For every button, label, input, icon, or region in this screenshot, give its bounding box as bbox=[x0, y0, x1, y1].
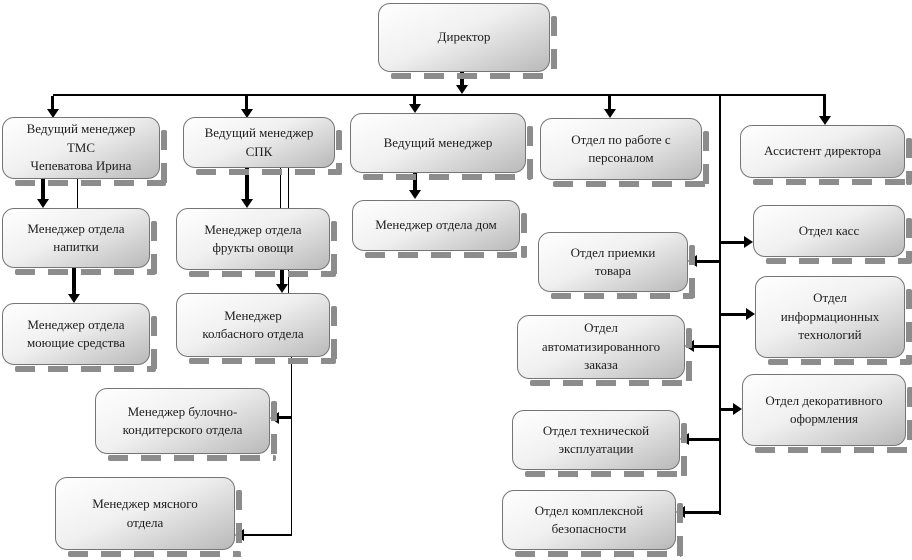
arrowhead-cash bbox=[744, 236, 753, 248]
edge-to-security bbox=[685, 511, 721, 514]
arrowhead-detergents bbox=[68, 294, 80, 303]
edge-top-rail bbox=[53, 94, 826, 96]
node-director: Директор bbox=[378, 3, 557, 79]
edge-to-tech bbox=[689, 438, 721, 441]
node-personnel-dept: Отдел по работе с персоналом bbox=[540, 118, 709, 187]
node-home-manager: Менеджер отдела дом bbox=[352, 200, 527, 258]
edge-spk-thin-1 bbox=[280, 168, 281, 208]
node-drinks-manager-label: Менеджер отдела напитки bbox=[27, 220, 125, 254]
edge-thin-mid bbox=[288, 270, 289, 293]
edge-tmc-thin bbox=[77, 179, 78, 208]
arrowhead-sausage bbox=[276, 284, 288, 293]
edge-to-spk bbox=[245, 96, 248, 110]
node-lead-manager-label: Ведущий менеджер bbox=[383, 134, 493, 150]
edge-thin-drop bbox=[291, 357, 292, 536]
node-auto-order-dept: Отдел автоматизированного заказа bbox=[517, 315, 692, 386]
node-director-label: Директор bbox=[437, 29, 491, 45]
node-tech-maintenance-dept-label: Отдел технической эксплуатации bbox=[542, 422, 650, 456]
edge-to-lead3 bbox=[413, 96, 416, 105]
node-sausage-manager-label: Менеджер колбасного отдела bbox=[202, 307, 304, 341]
edge-fruits-sausage bbox=[280, 270, 284, 285]
node-tech-maintenance-dept: Отдел технической эксплуатации bbox=[512, 410, 687, 477]
edge-to-bakery bbox=[279, 416, 292, 419]
node-bakery-manager-label: Менеджер булочно- кондитерского отдела bbox=[122, 403, 243, 437]
node-security-dept-label: Отдел комплексной безопасности bbox=[534, 502, 644, 536]
node-detergents-manager: Менеджер отдела моющие средства bbox=[2, 303, 157, 372]
arrowhead-fruits bbox=[241, 199, 253, 208]
node-sausage-manager: Менеджер колбасного отдела bbox=[176, 293, 337, 364]
node-goods-receiving-dept-label: Отдел приемки товара bbox=[570, 244, 656, 278]
node-it-dept: Отдел информационных технологий bbox=[755, 276, 912, 365]
arrowhead-drinks bbox=[37, 199, 49, 208]
arrowhead-director-down bbox=[456, 85, 468, 94]
arrowhead-spk bbox=[241, 109, 253, 118]
node-lead-manager-tmc: Ведущий менеджер ТМС Чепеватова Ирина bbox=[2, 117, 167, 186]
node-meat-manager-label: Менеджер мясного отдела bbox=[92, 496, 198, 530]
edge-lead3-home bbox=[413, 173, 417, 191]
arrowhead-tmc bbox=[47, 109, 59, 118]
edge-to-personnel bbox=[608, 96, 611, 110]
node-decor-dept: Отдел декоративного оформления bbox=[742, 374, 912, 453]
node-lead-manager-spk-label: Ведущий менеджер СПК bbox=[204, 125, 314, 159]
arrowhead-lead3 bbox=[409, 104, 421, 113]
arrowhead-it bbox=[746, 308, 755, 320]
node-detergents-manager-label: Менеджер отдела моющие средства bbox=[26, 316, 126, 350]
node-it-dept-label: Отдел информационных технологий bbox=[780, 290, 880, 343]
node-cash-dept: Отдел касс bbox=[753, 205, 912, 264]
node-lead-manager: Ведущий менеджер bbox=[350, 113, 533, 180]
node-goods-receiving-dept: Отдел приемки товара bbox=[538, 232, 695, 299]
arrowhead-home bbox=[409, 190, 421, 199]
edge-to-assistant bbox=[823, 96, 826, 117]
arrowhead-personnel bbox=[604, 109, 616, 118]
node-meat-manager: Менеджер мясного отдела bbox=[55, 477, 242, 557]
node-auto-order-dept-label: Отдел автоматизированного заказа bbox=[541, 320, 661, 373]
node-home-manager-label: Менеджер отдела дом bbox=[375, 217, 497, 233]
edge-spk-thin-2 bbox=[288, 168, 289, 208]
node-director-assistant: Ассистент директора bbox=[740, 125, 912, 185]
arrowhead-decor bbox=[733, 403, 742, 415]
node-decor-dept-label: Отдел декоративного оформления bbox=[765, 392, 883, 426]
node-lead-manager-tmc-label: Ведущий менеджер ТМС Чепеватова Ирина bbox=[26, 121, 136, 174]
edge-to-it bbox=[721, 313, 746, 316]
arrowhead-assistant bbox=[819, 116, 831, 125]
node-drinks-manager: Менеджер отдела напитки bbox=[2, 208, 157, 275]
node-security-dept: Отдел комплексной безопасности bbox=[502, 490, 683, 557]
edge-to-autoorder bbox=[694, 345, 721, 348]
edge-tmc-drinks bbox=[41, 179, 45, 200]
node-director-assistant-label: Ассистент директора bbox=[764, 143, 881, 159]
edge-director-shaft bbox=[460, 72, 464, 86]
edge-spk-fruits bbox=[245, 168, 249, 200]
node-fruits-manager: Менеджер отдела фрукты овощи bbox=[176, 208, 337, 277]
node-cash-dept-label: Отдел касс bbox=[798, 222, 860, 238]
edge-to-receiving bbox=[697, 260, 721, 263]
node-fruits-manager-label: Менеджер отдела фрукты овощи bbox=[204, 221, 302, 255]
node-personnel-dept-label: Отдел по работе с персоналом bbox=[571, 131, 671, 165]
node-bakery-manager: Менеджер булочно- кондитерского отдела bbox=[95, 388, 277, 461]
edge-to-decor bbox=[721, 408, 733, 411]
edge-to-cash bbox=[721, 241, 744, 244]
edge-right-trunk bbox=[719, 94, 721, 515]
edge-drinks-detergents bbox=[72, 268, 76, 295]
edge-to-meat bbox=[244, 534, 292, 536]
edge-to-tmc bbox=[51, 96, 54, 110]
node-lead-manager-spk: Ведущий менеджер СПК bbox=[183, 117, 342, 175]
